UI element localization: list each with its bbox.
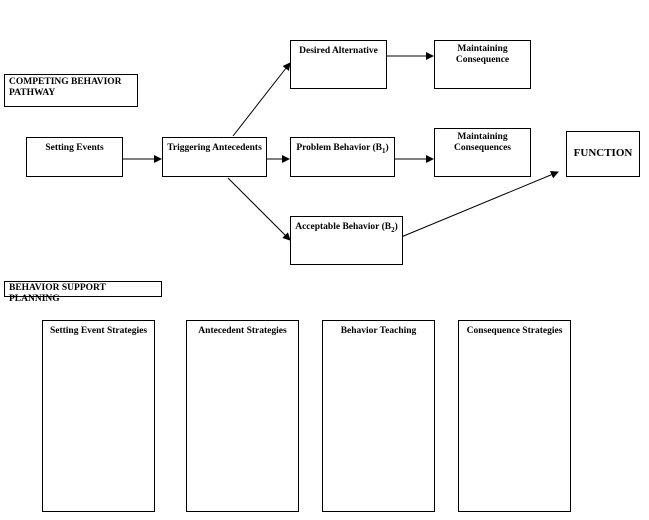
behavior-teaching-text: Behavior Teaching — [340, 326, 417, 336]
maintaining-consequence-text: Maintaining Consequence — [455, 44, 510, 65]
behavior-teaching-column: Behavior Teaching — [322, 320, 435, 512]
problem-behavior-close-paren: ) — [385, 143, 389, 153]
problem-behavior-text: Problem Behavior (B — [296, 143, 382, 153]
problem-behavior-subscript: 1 — [382, 146, 386, 155]
function-text: FUNCTION — [573, 147, 633, 159]
competing-behavior-pathway-label: COMPETING BEHAVIOR PATHWAY — [4, 74, 138, 107]
setting-events-box: Setting Events — [26, 137, 123, 177]
competing-behavior-pathway-text: COMPETING BEHAVIOR PATHWAY — [9, 77, 122, 98]
consequence-strategies-column: Consequence Strategies — [458, 320, 571, 512]
maintaining-consequences-text: Maintaining Consequences — [453, 132, 511, 153]
setting-events-text: Setting Events — [45, 143, 104, 153]
arrow-trigger-to-acceptable — [227, 177, 291, 241]
setting-event-strategies-text: Setting Event Strategies — [49, 326, 148, 336]
acceptable-behavior-box: Acceptable Behavior (B2) — [290, 216, 403, 265]
consequence-strategies-text: Consequence Strategies — [466, 326, 563, 336]
arrow-trigger-to-desired — [232, 62, 291, 137]
function-box: FUNCTION — [566, 131, 640, 177]
antecedent-strategies-column: Antecedent Strategies — [186, 320, 299, 512]
desired-alternative-text: Desired Alternative — [299, 46, 378, 56]
arrow-acceptable-to-function — [393, 170, 559, 241]
behavior-support-planning-text: BEHAVIOR SUPPORT PLANNING — [9, 283, 106, 304]
maintaining-consequences-box: Maintaining Consequences — [434, 128, 531, 177]
acceptable-behavior-subscript: 2 — [391, 225, 395, 234]
desired-alternative-box: Desired Alternative — [290, 40, 387, 89]
problem-behavior-box: Problem Behavior (B1) — [290, 137, 395, 177]
behavior-support-planning-label: BEHAVIOR SUPPORT PLANNING — [4, 281, 162, 304]
antecedent-strategies-text: Antecedent Strategies — [198, 326, 287, 336]
triggering-antecedents-box: Triggering Antecedents — [162, 137, 267, 177]
setting-event-strategies-column: Setting Event Strategies — [42, 320, 155, 512]
maintaining-consequence-box: Maintaining Consequence — [434, 40, 531, 89]
triggering-antecedents-text: Triggering Antecedents — [167, 143, 262, 153]
acceptable-behavior-text: Acceptable Behavior (B — [295, 222, 392, 232]
acceptable-behavior-close-paren: ) — [394, 222, 398, 232]
